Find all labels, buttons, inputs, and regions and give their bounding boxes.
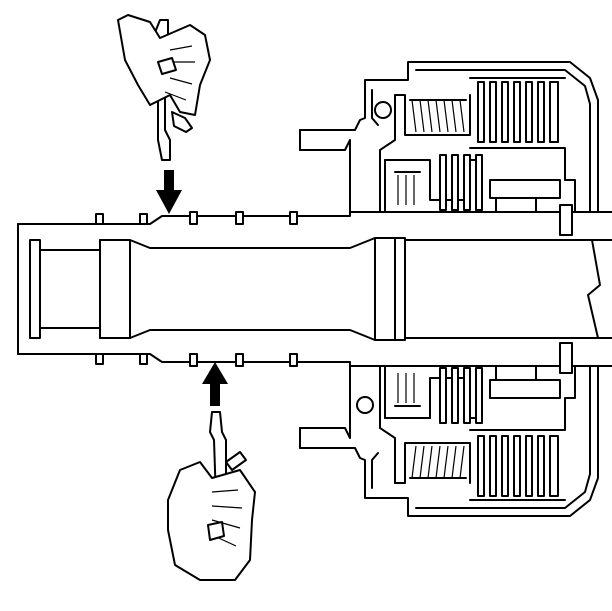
clutch-pack-upper <box>469 77 566 181</box>
clutch-pack-lower <box>469 397 566 501</box>
down-arrow-icon <box>156 170 182 214</box>
clutch-housing-bottom <box>299 342 599 517</box>
clutch-pack-middle <box>439 154 573 236</box>
snap-ring <box>374 101 392 119</box>
air-nozzle-icon <box>167 411 256 581</box>
clutch-pack-middle-lower <box>439 342 573 424</box>
oil-holes-bottom <box>95 353 298 367</box>
shaft <box>17 211 612 367</box>
clutch-housing-top <box>299 61 599 236</box>
snap-ring-lower <box>356 396 374 414</box>
up-arrow-icon <box>202 362 228 406</box>
oil-holes-top <box>95 211 298 225</box>
air-nozzle-icon <box>117 14 211 161</box>
